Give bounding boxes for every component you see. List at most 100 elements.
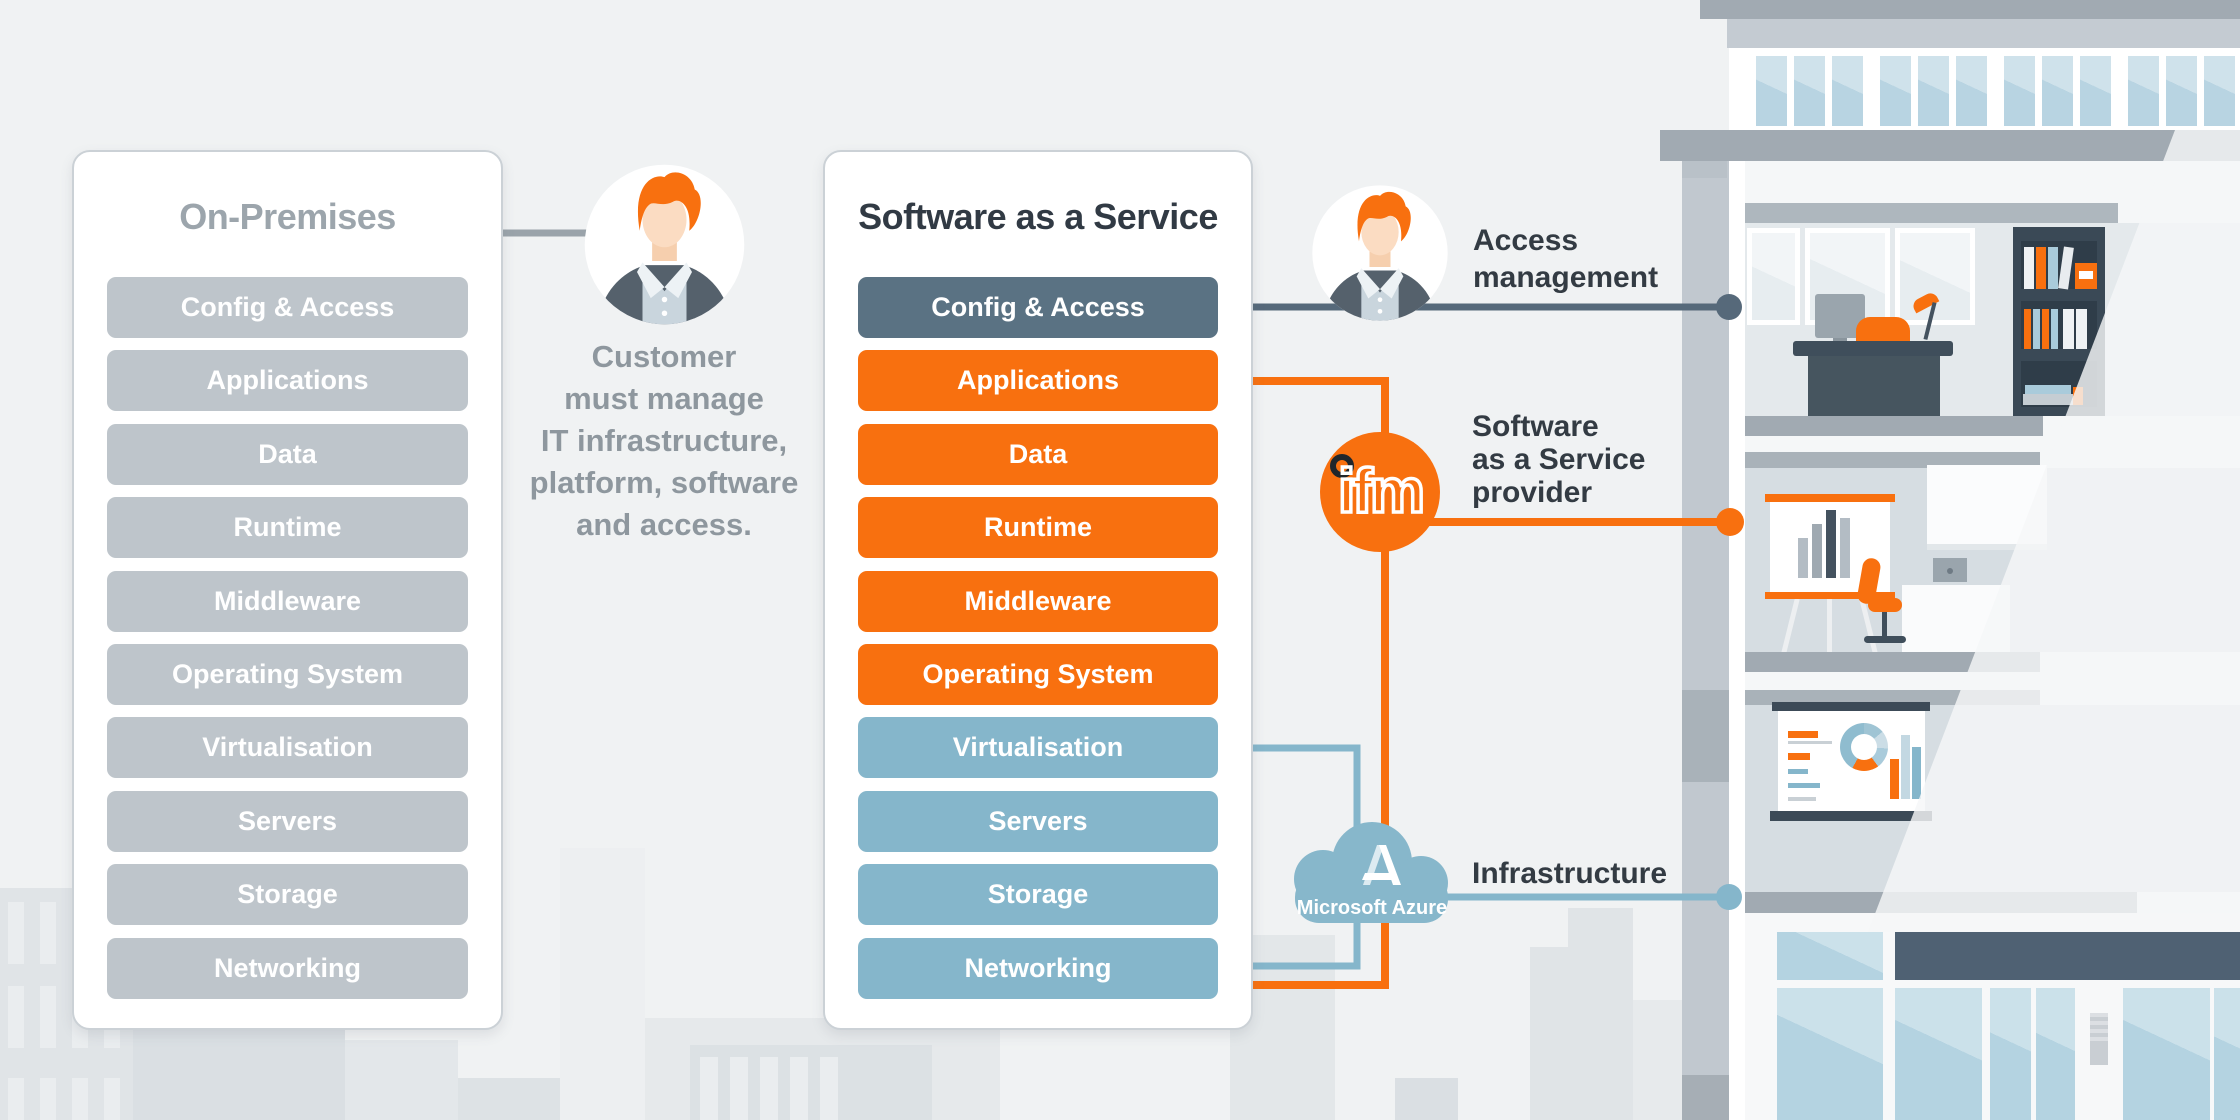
- office-ceiling: [1745, 203, 2118, 223]
- saas-title: Software as a Service: [858, 196, 1218, 237]
- book-stack: [2025, 385, 2071, 394]
- roof-band: [1727, 19, 2240, 48]
- book: [2042, 309, 2049, 349]
- chair-pole: [1882, 612, 1887, 638]
- stack-item-runtime: Runtime: [107, 497, 468, 559]
- infrastructure-label: Infrastructure: [1472, 857, 1668, 890]
- desk-top: [1793, 341, 1953, 356]
- skyline-block: [560, 848, 645, 1120]
- whiteboard-rail: [1770, 811, 1932, 821]
- stack-item-servers: Servers: [107, 790, 468, 852]
- binder: [2036, 247, 2046, 289]
- office-building: [1660, 0, 2240, 1120]
- storefront-window: [2214, 988, 2240, 1120]
- flipchart-rail: [1765, 592, 1895, 599]
- floor-slab: [1745, 416, 2043, 436]
- skyline-block: [1395, 1078, 1458, 1120]
- office-window: [1747, 228, 1800, 325]
- stack-item-middleware: Middleware: [858, 570, 1218, 632]
- stack-item-servers: Servers: [858, 790, 1218, 852]
- note-line: platform, software: [529, 465, 799, 500]
- book: [2051, 309, 2058, 349]
- ifm-logo-dot-icon: [1330, 454, 1354, 478]
- skyline-block: [1633, 1000, 1683, 1120]
- flipchart-leg: [1827, 598, 1832, 654]
- whiteboard-rail: [1772, 702, 1930, 711]
- whiteboard: [1778, 711, 1925, 811]
- stack-item-networking: Networking: [858, 937, 1218, 999]
- azure-label: Microsoft Azure: [1297, 897, 1447, 919]
- roof-slab: [1700, 0, 2240, 19]
- decor: [1682, 690, 1729, 782]
- stack-item-data: Data: [858, 423, 1218, 485]
- storefront-sign: [1895, 932, 2240, 980]
- binder: [2024, 247, 2034, 289]
- stack-item-middleware: Middleware: [107, 570, 468, 632]
- floor-slab: [1745, 652, 2040, 672]
- ifm-logo-text: ifm: [1336, 455, 1427, 528]
- stack-item-virtualisation: Virtualisation: [858, 717, 1218, 779]
- access-management-label: Access management: [1473, 224, 1659, 294]
- note-line: must manage: [564, 381, 764, 416]
- customer-avatar: [582, 162, 747, 327]
- meeting-ceiling: [1745, 452, 2040, 468]
- storefront-window: [2036, 988, 2075, 1120]
- skyline-block: [690, 1045, 932, 1120]
- chair-base: [1864, 636, 1906, 643]
- radiator: [2090, 1013, 2108, 1065]
- note-line: Customer: [591, 339, 737, 374]
- note-line: and access.: [576, 507, 752, 542]
- binder: [2048, 247, 2058, 289]
- stack-item-data: Data: [107, 423, 468, 485]
- skyline-block: [1530, 947, 1633, 1120]
- access-manager-avatar: [1310, 183, 1450, 323]
- book-stack: [2023, 394, 2073, 405]
- infrastructure-endpoint-dot: [1716, 884, 1742, 910]
- binder: [2076, 309, 2087, 349]
- chair-seat: [1868, 598, 1902, 612]
- slab-step: [1682, 161, 1727, 178]
- skyline-block: [458, 1078, 560, 1120]
- provider-loop-line: [1222, 377, 1389, 989]
- saas-provider-label: Software as a Service provider: [1472, 410, 1646, 509]
- stack-item-networking: Networking: [107, 937, 468, 999]
- building-side-column: [1682, 161, 1729, 1120]
- window-band: [1745, 48, 2240, 130]
- storefront-window: [1990, 988, 2031, 1120]
- decor: [1682, 1075, 1729, 1120]
- floor-slab: [1660, 130, 2240, 161]
- binder: [2063, 309, 2074, 349]
- note-line: IT infrastructure,: [540, 423, 788, 458]
- flipchart-rail: [1765, 494, 1895, 502]
- ifm-logo: ifm: [1320, 432, 1440, 552]
- storefront-window: [2123, 988, 2210, 1120]
- office-window: [1895, 228, 1975, 325]
- stack-item-applications: Applications: [858, 350, 1218, 412]
- stack-item-config-access: Config & Access: [858, 277, 1218, 338]
- book: [2024, 309, 2031, 349]
- storefront-window: [1895, 988, 1982, 1120]
- office-chair-back: [1856, 317, 1910, 343]
- storefront-transom: [1777, 932, 1883, 980]
- customer-note: Customer must manage IT infrastructure, …: [494, 336, 834, 546]
- stack-item-runtime: Runtime: [858, 497, 1218, 559]
- access-endpoint-dot: [1716, 294, 1742, 320]
- stack-item-config-access: Config & Access: [107, 277, 468, 338]
- on-premises-title: On-Premises: [179, 196, 396, 237]
- flipchart-pad: [1770, 500, 1890, 599]
- laptop-dot: [1947, 568, 1953, 574]
- stack-item-storage: Storage: [858, 864, 1218, 926]
- stack-item-storage: Storage: [107, 864, 468, 926]
- skyline-block: [345, 1040, 458, 1120]
- provider-endpoint-dot: [1716, 508, 1744, 536]
- desk-body: [1808, 356, 1940, 416]
- azure-logo-icon: [1362, 845, 1401, 885]
- stack-item-operating-system: Operating System: [107, 643, 468, 705]
- storefront-window: [1777, 988, 1883, 1120]
- book: [2033, 309, 2040, 349]
